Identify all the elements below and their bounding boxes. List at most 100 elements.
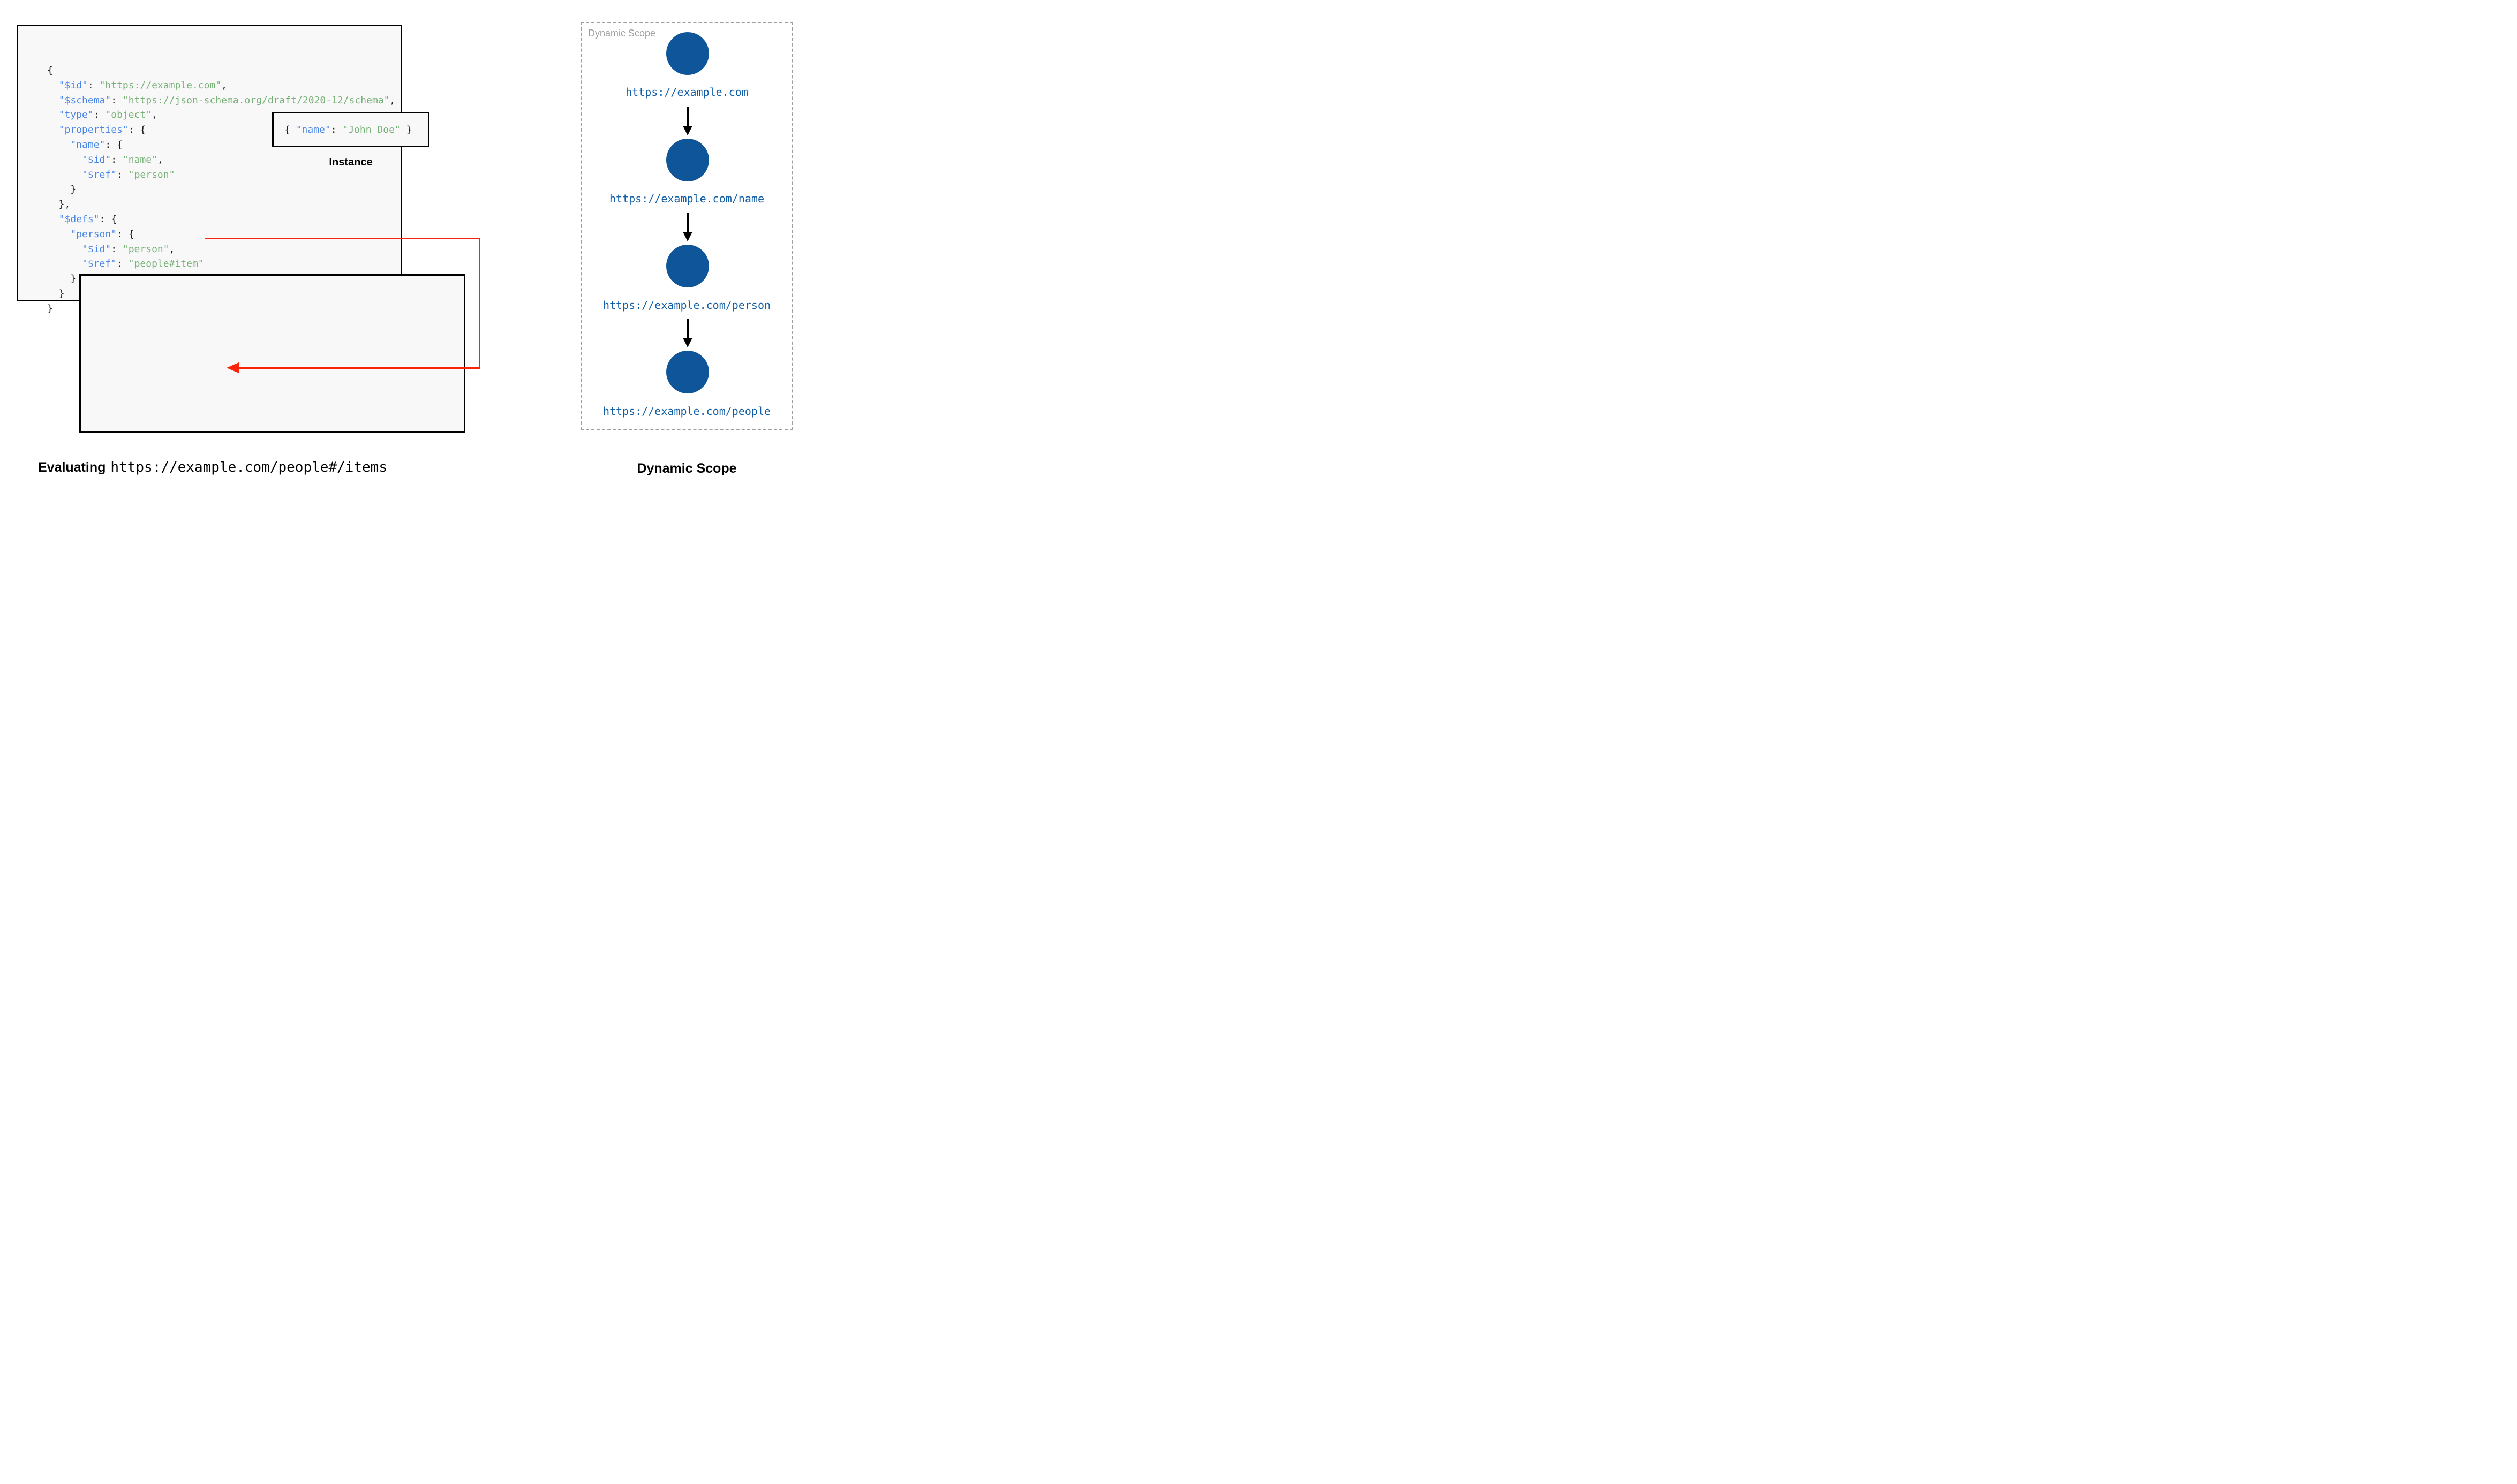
schema-root-code: { "$id": "https://example.com", "$schema…: [47, 63, 395, 316]
code-token: ,: [157, 154, 163, 165]
code-token: {: [47, 65, 53, 76]
code-line: "$id": "https://example.com",: [47, 78, 395, 93]
code-token: "name": [296, 124, 331, 135]
ref-arrow-segment-bottom: [238, 367, 480, 369]
code-token: [47, 124, 59, 135]
code-token: "$ref": [82, 258, 117, 270]
scope-node-circle: [666, 139, 709, 181]
code-token: },: [47, 199, 71, 210]
scope-node-circle: [666, 32, 709, 75]
code-token: [47, 214, 59, 225]
code-line: {: [47, 63, 395, 78]
instance-box: { "name": "John Doe" }: [272, 112, 429, 147]
code-line: "properties": {: [47, 123, 395, 138]
evaluating-caption: Evaluating https://example.com/people#/i…: [38, 459, 387, 475]
scope-node-circle: [666, 245, 709, 287]
code-token: :: [330, 124, 343, 135]
code-token: ,: [169, 243, 175, 255]
code-token: }: [400, 124, 412, 135]
ref-arrowhead-icon: [227, 362, 239, 373]
code-token: "$ref": [82, 169, 117, 180]
diagram-canvas: { "$id": "https://example.com", "$schema…: [0, 0, 839, 495]
code-line: },: [47, 197, 395, 212]
code-line: }: [47, 271, 395, 286]
instance-json: { "name": "John Doe" }: [284, 124, 412, 135]
code-token: [47, 154, 82, 165]
code-token: [47, 109, 59, 120]
evaluating-label: Evaluating: [38, 460, 106, 475]
ref-arrow-segment-vertical: [479, 237, 480, 369]
code-line: "$ref": "person": [47, 168, 395, 183]
down-arrow-shaft: [687, 107, 689, 126]
down-arrow-shaft: [687, 213, 689, 232]
code-line: }: [47, 182, 395, 197]
dynamic-scope-caption: Dynamic Scope: [637, 461, 737, 476]
code-token: "person": [70, 228, 117, 240]
code-token: ,: [389, 94, 396, 106]
code-token: "$defs": [58, 213, 100, 225]
code-line: "$id": "person",: [47, 242, 395, 257]
schema-root-code-box: { "$id": "https://example.com", "$schema…: [17, 25, 402, 314]
code-token: "person": [128, 169, 175, 180]
code-token: : {: [128, 124, 146, 136]
code-line: "$schema": "https://json-schema.org/draf…: [47, 93, 396, 108]
code-token: :: [111, 243, 123, 255]
code-line: "$id": "name",: [47, 153, 395, 168]
code-token: :: [111, 154, 123, 165]
code-line: "name": {: [47, 138, 395, 153]
code-token: "$schema": [58, 94, 111, 106]
code-token: "person": [122, 243, 169, 255]
code-line: }: [47, 286, 395, 301]
code-token: "type": [58, 109, 94, 121]
code-token: : {: [105, 139, 123, 150]
code-token: "name": [70, 139, 105, 150]
evaluating-uri: https://example.com/people#/items: [110, 459, 387, 475]
code-token: :: [117, 169, 129, 180]
scope-node-url: https://example.com/people: [602, 405, 771, 418]
code-token: "$id": [82, 243, 111, 255]
code-token: [47, 139, 70, 150]
code-token: "https://example.com": [99, 79, 222, 91]
code-token: : {: [117, 228, 134, 240]
code-line: "person": {: [47, 227, 395, 242]
ref-arrow-segment-top: [205, 237, 480, 239]
code-token: }: [47, 302, 53, 314]
code-token: }: [47, 273, 77, 285]
code-token: :: [111, 94, 123, 106]
code-token: [47, 169, 82, 180]
code-token: [47, 80, 59, 91]
code-token: "John Doe": [342, 124, 401, 135]
code-token: "people#item": [128, 258, 204, 270]
code-token: :: [117, 258, 129, 270]
down-arrow-icon: [683, 107, 692, 135]
down-arrow-head: [683, 232, 692, 241]
code-token: ,: [221, 79, 227, 91]
code-line: }: [47, 301, 395, 316]
code-token: "$id": [82, 154, 111, 165]
code-token: ,: [152, 109, 157, 121]
code-token: "properties": [58, 124, 129, 136]
instance-label: Instance: [329, 156, 373, 168]
down-arrow-icon: [683, 213, 692, 241]
down-arrow-shaft: [687, 319, 689, 338]
code-token: "https://json-schema.org/draft/2020-12/s…: [122, 94, 390, 106]
code-token: [47, 229, 70, 240]
down-arrow-head: [683, 126, 692, 135]
code-line: "$ref": "people#item": [47, 256, 395, 271]
code-token: : {: [99, 213, 117, 225]
code-token: [47, 244, 82, 255]
code-token: [47, 95, 59, 106]
scope-node-url: https://example.com/person: [602, 299, 771, 312]
code-token: "$id": [58, 79, 88, 91]
dynamic-scope-watermark: Dynamic Scope: [588, 28, 656, 39]
scope-node-url: https://example.com/name: [609, 192, 764, 205]
code-token: "name": [122, 154, 157, 165]
code-line: "type": "object",: [47, 108, 395, 123]
schema-people-code-box: { "$id": "https://example.com/people", "…: [79, 274, 465, 433]
scope-node-circle: [666, 351, 709, 393]
code-token: :: [93, 109, 105, 121]
code-token: [47, 258, 82, 269]
code-token: {: [284, 124, 296, 135]
code-line: "$defs": {: [47, 212, 395, 227]
scope-node-url: https://example.com: [626, 86, 748, 99]
